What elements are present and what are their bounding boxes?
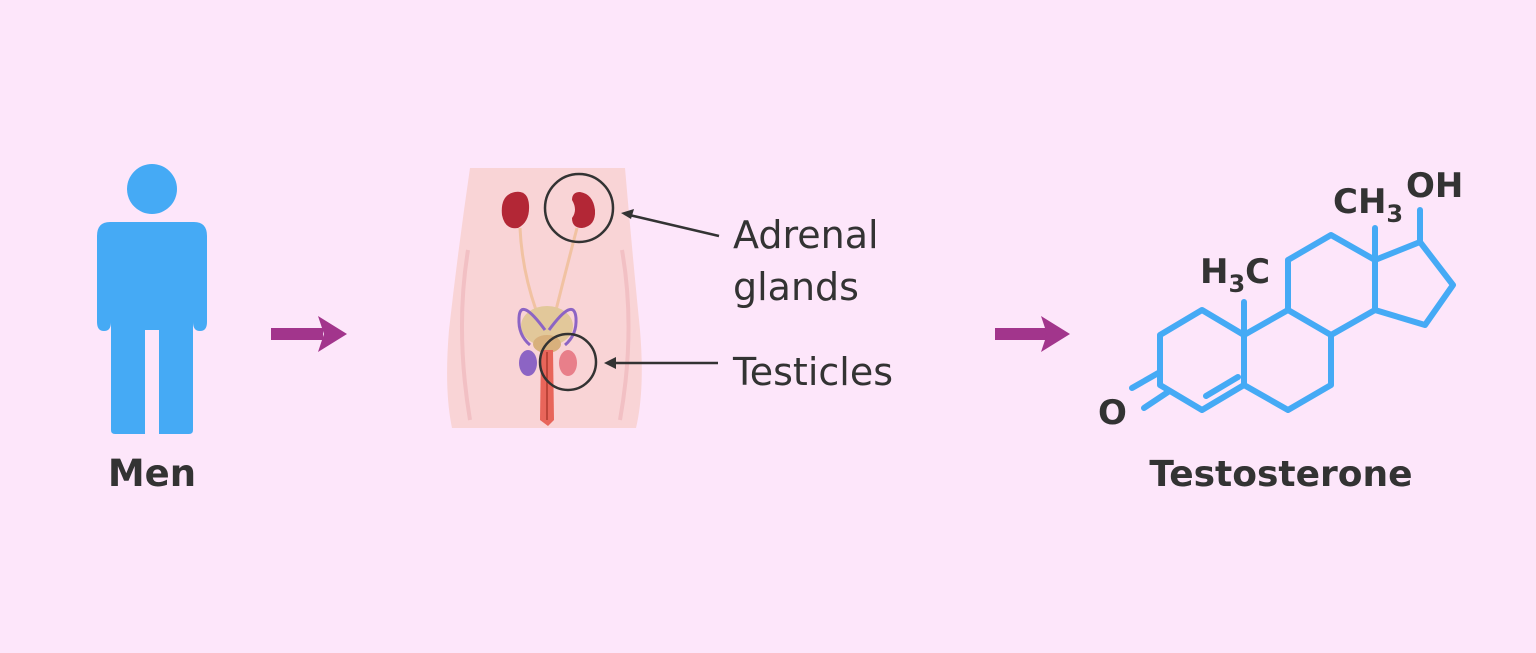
adrenal-highlight-circle xyxy=(543,172,615,244)
testosterone-label: Testosterone xyxy=(1149,454,1412,495)
testosterone-molecule-icon xyxy=(1129,207,1456,413)
kidney-right xyxy=(572,192,596,228)
adrenal-glands-label-line1: Adrenal xyxy=(733,213,879,257)
arrow-right-icon xyxy=(271,316,347,352)
men-label: Men xyxy=(108,452,196,495)
testicles-label: Testicles xyxy=(732,350,893,394)
male-anatomy-icon xyxy=(447,168,720,428)
oh-group-label: OH xyxy=(1406,166,1463,206)
oxygen-label: O xyxy=(1098,393,1127,433)
ch3-group-label: CH3 xyxy=(1333,182,1403,228)
testicle-right xyxy=(559,350,577,376)
person-icon xyxy=(97,164,207,434)
adrenal-glands-label-line2: glands xyxy=(733,265,859,309)
h3c-group-label: H3C xyxy=(1200,252,1270,298)
arrow-right-icon xyxy=(995,316,1070,352)
testicle-left xyxy=(519,350,537,376)
torso-silhouette xyxy=(447,168,642,428)
testicles-highlight-circle xyxy=(538,332,598,392)
kidney-left xyxy=(501,191,530,229)
